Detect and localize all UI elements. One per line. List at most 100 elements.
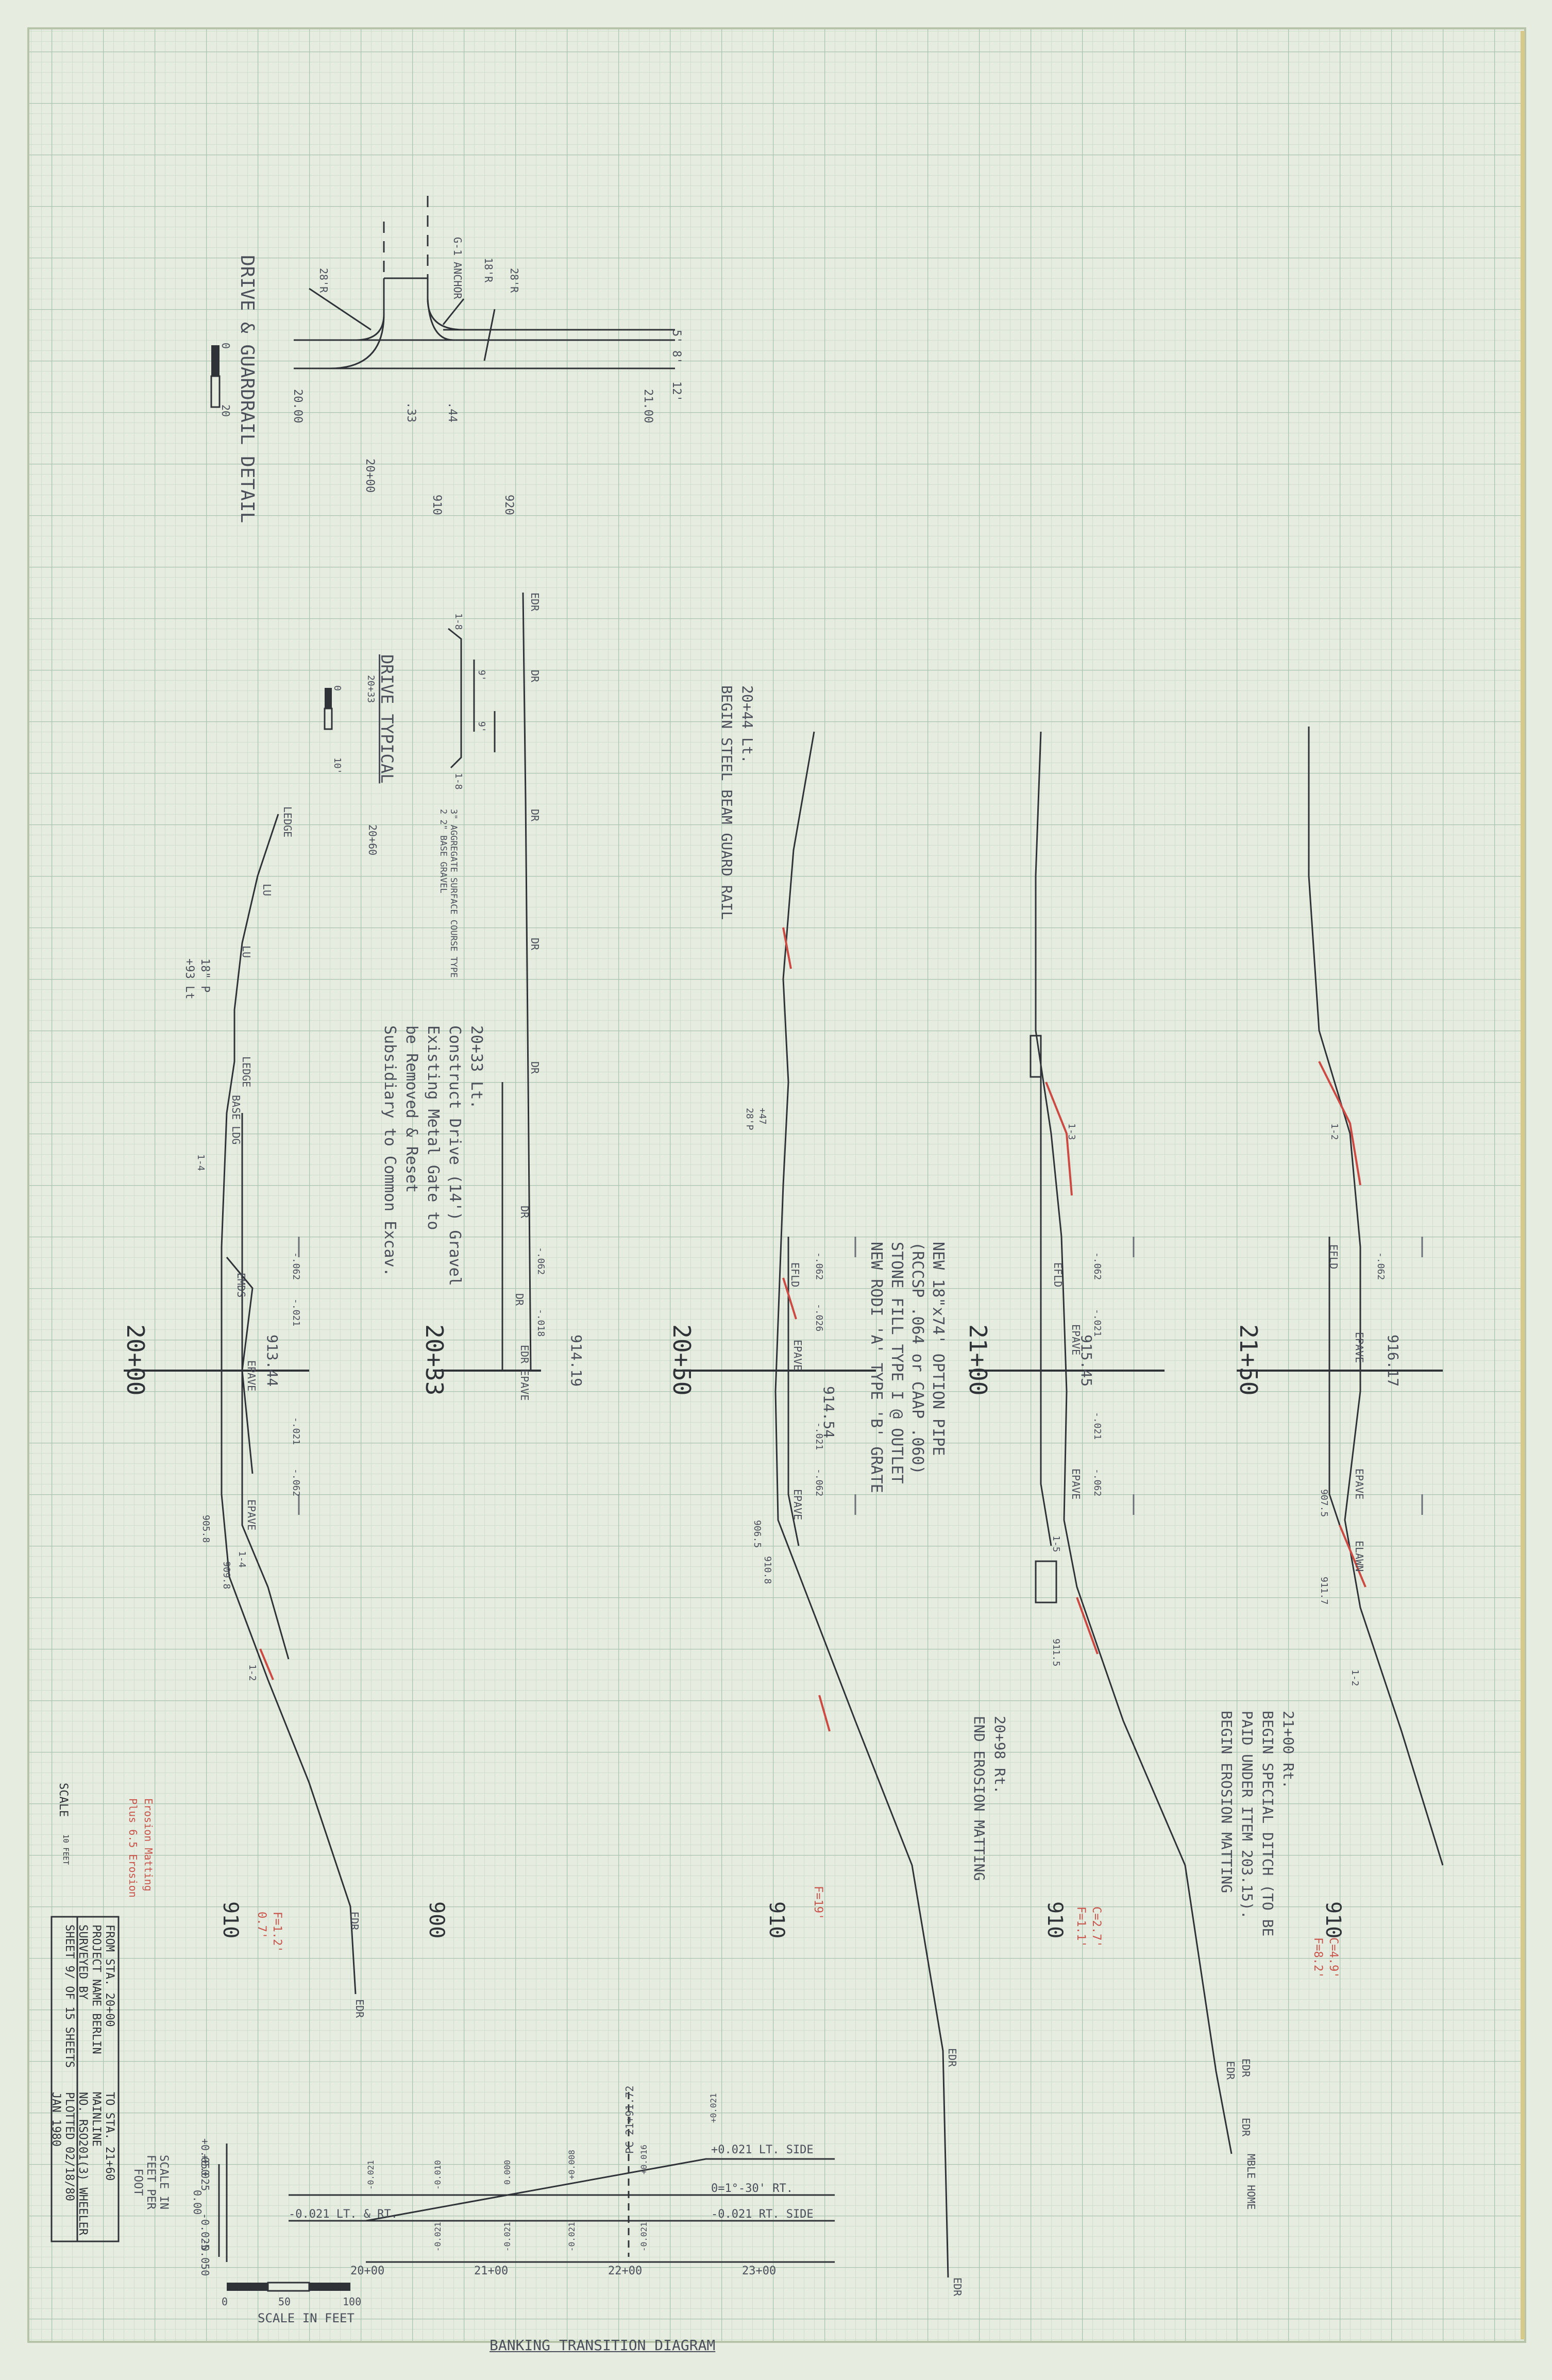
s5-x-1: -.062 (1375, 1252, 1386, 1280)
drive-guardrail-detail (294, 196, 675, 369)
s1-x-2: -.021 (291, 1298, 301, 1327)
s3-elev-1: 906.5 (752, 1520, 763, 1548)
red-note-3: C=2.7' (1090, 1906, 1103, 1948)
typical-surface-note: 3" AGGREGATE SURFACE COURSE TYPE 2 2" BA… (438, 809, 459, 978)
detail-label-anchor: G-1 ANCHOR (451, 237, 464, 299)
banking-x-tick-1: 20+00 (350, 2265, 385, 2277)
title-block-frame (50, 1916, 120, 2242)
banking-pc-label: PC 21+91.72 (623, 2085, 636, 2154)
s4-edr: EDR (1224, 2061, 1237, 2080)
note-option-pipe: NEW 18"x74' OPTION PIPE (RCCSP .064 or C… (867, 1242, 947, 1493)
detail-sta-20: 20.00 (291, 389, 304, 424)
banking-val-1: -0.021 (366, 2160, 376, 2190)
s3-guard-sta: +47 (757, 1108, 768, 1125)
red-revision-lines (259, 927, 1367, 1732)
banking-val-8: -0.021 (502, 2222, 512, 2252)
detail-label-920: 920 (502, 495, 515, 515)
detail-dim-5: 5' (670, 330, 683, 344)
s4-slope-2: 1-5 (1051, 1535, 1061, 1552)
s2-dr-4: DR (529, 1061, 541, 1074)
station-20-00: 20+00 (122, 1324, 149, 1396)
s4-elev: 911.5 (1051, 1639, 1061, 1667)
s5-epave-2: EPAVE (1353, 1468, 1365, 1500)
s3-edr-2: EDR (951, 2277, 964, 2297)
station-20-33: 20+33 (420, 1324, 448, 1396)
elevation-21-50: 916.17 (1385, 1335, 1402, 1387)
detail-sta-44: .44 (446, 402, 459, 423)
s1-slope-3: 1-4 (237, 1551, 247, 1568)
s2-edr: EDR (529, 593, 541, 612)
station-21-00: 21+00 (964, 1324, 992, 1396)
s1-slope-1: 1-4 (195, 1154, 206, 1171)
s1-lu-1: LU (261, 884, 273, 897)
s2-dr-5: DR (518, 1206, 531, 1219)
title-block-right: TO STA. 21+60 MAINLINE NO. RSO201(3) WHE… (49, 2092, 116, 2236)
station-21-50: 21+50 (1235, 1324, 1262, 1396)
title-block-left: FROM STA. 20+00 PROJECT NAME BERLIN SURV… (63, 1925, 116, 2068)
s1-slope-2: 1-2 (247, 1664, 258, 1681)
red-note-4: F=1.1' (1074, 1906, 1087, 1948)
banking-val-9: -0.021 (567, 2222, 577, 2252)
banking-scale-label: SCALE IN FEET (258, 2311, 355, 2325)
station-20-50: 20+50 (668, 1324, 696, 1396)
s1-epave-2: EPAVE (245, 1499, 258, 1531)
banking-val-6: +0.021 (708, 2093, 718, 2123)
red-note-5: F=1.2' (271, 1912, 283, 1953)
s5-edr-2: EDR (1240, 2118, 1252, 2137)
banking-val-5: +0.016 (639, 2145, 649, 2174)
s2-x-1: -.062 (535, 1247, 546, 1275)
red-note-1: C=4.9' (1327, 1937, 1340, 1979)
drive-typical-scale (324, 688, 333, 730)
elev-row-5: 910 (1321, 1901, 1345, 1939)
s1-pipe-sta: +93 Lt (183, 958, 196, 1000)
s1-base-ldg: BASE LDG (230, 1095, 242, 1145)
s5-edr-1: EDR (1240, 2058, 1252, 2078)
s1-lu-2: LU (240, 946, 252, 958)
drive-typical-title: DRIVE TYPICAL (377, 654, 397, 784)
typical-sta-20-60: 20+60 (366, 824, 379, 856)
s3-x-4: -.062 (814, 1468, 824, 1497)
banking-val-10: -0.021 (639, 2222, 649, 2252)
banking-val-3: 0.000 (502, 2159, 512, 2185)
detail-dim-8: 8' (670, 350, 683, 364)
elev-row-1: 910 (218, 1901, 242, 1939)
red-note-2: F=8.2' (1311, 1937, 1324, 1979)
s1-x-1: -.062 (291, 1252, 301, 1280)
cross-section-20-50 (774, 731, 949, 2278)
banking-line-rt-side: -0.021 RT. SIDE (711, 2208, 814, 2221)
detail-label-radius-2: 28'R (317, 268, 330, 293)
s5-slope-2: 1-2 (1349, 1669, 1360, 1686)
banking-scale-fifty: 50 (278, 2295, 291, 2308)
s1-edr-2: EDR (353, 1999, 366, 2018)
banking-diagram (218, 2092, 835, 2263)
note-drive-construct: 20+33 Lt. Construct Drive (14') Gravel E… (381, 1025, 485, 1286)
banking-val-2: -0.010 (433, 2160, 443, 2190)
elev-row-3: 910 (765, 1901, 788, 1939)
s2-dr-3: DR (529, 938, 541, 951)
s1-x-3: -.021 (291, 1417, 301, 1445)
typical-slope-left: 1-8 (453, 613, 464, 630)
banking-x-tick-4: 23+00 (742, 2265, 777, 2277)
red-note-7: F=19' (812, 1886, 824, 1920)
detail-label-910: 910 (430, 495, 443, 515)
typical-width-right: 9' (476, 721, 487, 733)
s1-elev-1: 905.8 (200, 1515, 211, 1543)
note-special-ditch: 21+00 Rt. BEGIN SPECIAL DITCH (TO BE PAI… (1218, 1711, 1297, 1937)
red-note-8: Erosion Matting (142, 1798, 155, 1892)
s1-ledge: LEDGE (240, 1056, 252, 1088)
s4-x-1: -.062 (1092, 1252, 1103, 1280)
s2-dr-1: DR (529, 670, 541, 683)
detail-sta-33: .33 (404, 402, 417, 423)
detail-label-radius-3: 28'R (508, 268, 520, 293)
s1-ledge-top: LEDGE (281, 806, 294, 838)
s3-x-1: -.062 (814, 1252, 824, 1280)
cross-section-20-00 (221, 814, 357, 1995)
s3-x-2: -.026 (814, 1304, 824, 1332)
elev-row-4: 910 (1043, 1901, 1067, 1939)
detail-scale-bar (210, 345, 221, 408)
drive-detail-title: DRIVE & GUARDRAIL DETAIL (237, 255, 258, 524)
typical-scale-zero: 0 (332, 685, 343, 691)
s3-guard-len: 28'P (744, 1108, 755, 1130)
s3-x-3: -.021 (814, 1422, 824, 1450)
